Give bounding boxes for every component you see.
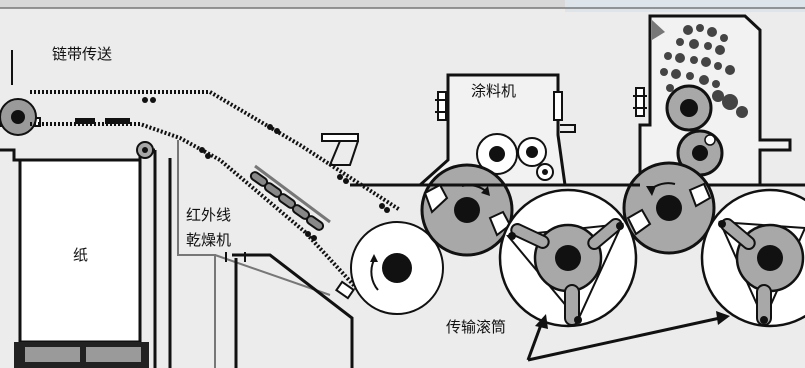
- transfer-cylinder-label: 传输滚筒: [446, 318, 506, 336]
- coating-duct: [321, 133, 359, 166]
- transfer-cylinder-arrows: [526, 311, 730, 362]
- transfer-drum-1: [498, 188, 638, 328]
- dryer-label-line1: 红外线: [186, 206, 231, 224]
- chain-delivery: [30, 90, 402, 294]
- paper-label: 纸: [73, 246, 88, 264]
- infrared-lamps: [249, 164, 331, 231]
- paper-pallet: [14, 342, 149, 368]
- coating-rollers: [476, 133, 554, 181]
- left-sprocket: [0, 98, 37, 136]
- coating-unit-label: 涂料机: [471, 82, 516, 100]
- top-right-panel: [565, 0, 805, 12]
- delivery-drum: [350, 221, 444, 315]
- blanket-cylinder: [676, 129, 724, 177]
- top-border: [0, 0, 805, 8]
- dryer-label-line2: 乾燥机: [186, 231, 231, 249]
- plate-cylinder: [665, 84, 713, 132]
- coating-impression-cylinder: [420, 163, 514, 257]
- guide-roller: [136, 141, 154, 159]
- chain-conveyor-label: 链带传送: [52, 45, 112, 63]
- paper-stack: [18, 158, 142, 344]
- dryer-frame: [177, 140, 355, 368]
- transfer-drum-2: [700, 188, 805, 328]
- printing-impression-cylinder: [622, 161, 716, 255]
- ink-rollers: [660, 24, 748, 118]
